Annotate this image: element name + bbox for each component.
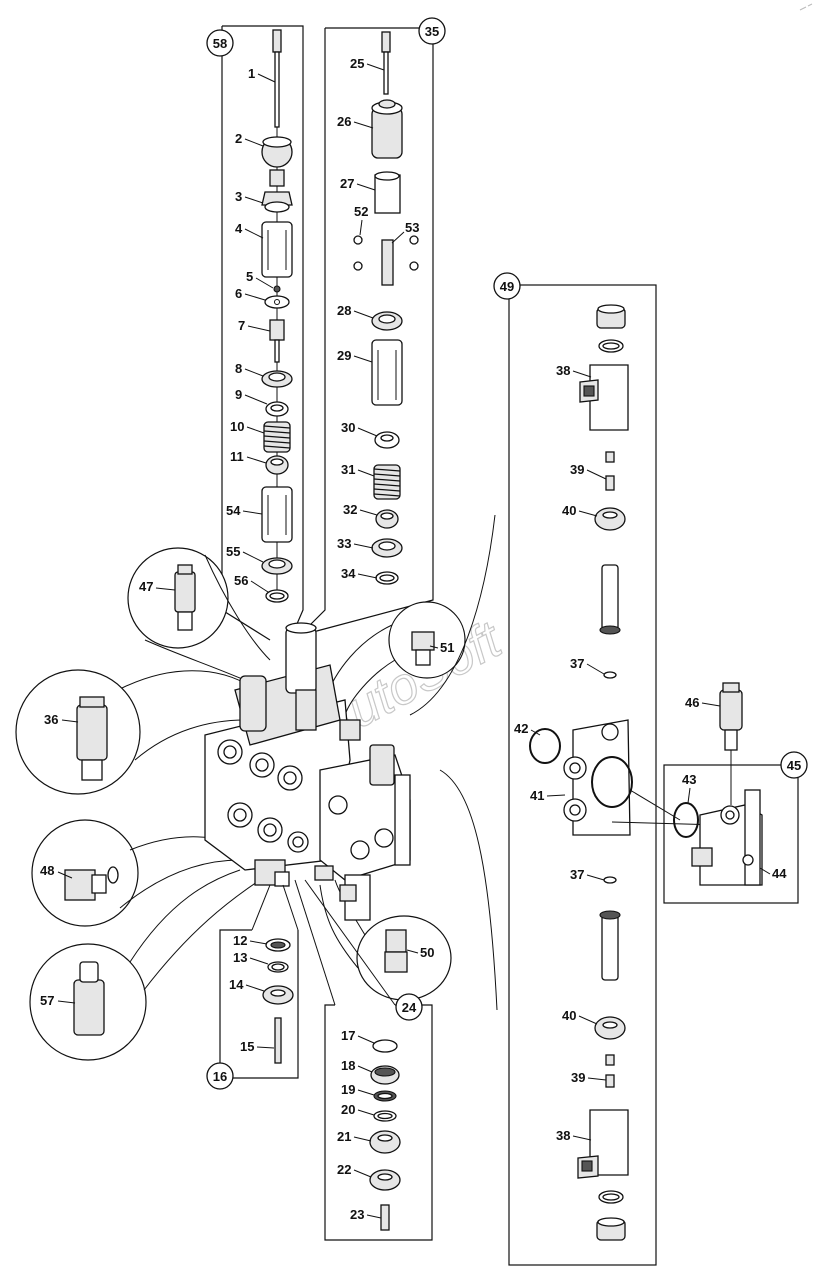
group-label-49: 49 (500, 279, 514, 294)
label-3: 3 (235, 189, 242, 204)
label-52: 52 (354, 204, 368, 219)
label-43: 43 (682, 772, 696, 787)
callout-51: 51 (324, 601, 466, 716)
label-30: 30 (341, 420, 355, 435)
label-39-top: 39 (570, 462, 584, 477)
label-19: 19 (341, 1082, 355, 1097)
label-29: 29 (337, 348, 351, 363)
parts-column-35 (353, 31, 419, 585)
label-37-bottom: 37 (570, 867, 584, 882)
label-38-top: 38 (556, 363, 570, 378)
label-13: 13 (233, 950, 247, 965)
label-23: 23 (350, 1207, 364, 1222)
label-31: 31 (341, 462, 355, 477)
label-44: 44 (772, 866, 787, 881)
corner-mark (799, 3, 813, 11)
labels-49: 38 39 40 37 42 41 37 40 39 38 (514, 363, 607, 1143)
parts-column-58 (261, 29, 293, 603)
label-17: 17 (341, 1028, 355, 1043)
label-48: 48 (40, 863, 54, 878)
label-5: 5 (246, 269, 253, 284)
callout-47: 47 (127, 547, 276, 696)
group-label-35: 35 (425, 24, 439, 39)
label-33: 33 (337, 536, 351, 551)
label-18: 18 (341, 1058, 355, 1073)
label-4: 4 (235, 221, 243, 236)
labels-35: 25 26 27 52 53 28 29 30 31 32 33 34 (337, 56, 419, 581)
label-42: 42 (514, 721, 528, 736)
label-41: 41 (530, 788, 544, 803)
label-46: 46 (685, 695, 699, 710)
label-2: 2 (235, 131, 242, 146)
label-39-bottom: 39 (571, 1070, 585, 1085)
label-55: 55 (226, 544, 240, 559)
label-27: 27 (340, 176, 354, 191)
label-15: 15 (240, 1039, 254, 1054)
group-45-frame: 45 (663, 751, 808, 904)
label-53: 53 (405, 220, 419, 235)
label-34: 34 (341, 566, 356, 581)
group-label-24: 24 (402, 1000, 417, 1015)
label-6: 6 (235, 286, 242, 301)
label-57: 57 (40, 993, 54, 1008)
label-12: 12 (233, 933, 247, 948)
label-10: 10 (230, 419, 244, 434)
group-label-16: 16 (213, 1069, 227, 1084)
parts-group-45: 46 43 44 (673, 682, 787, 886)
label-28: 28 (337, 303, 351, 318)
callout-48: 48 (31, 819, 251, 927)
label-26: 26 (337, 114, 351, 129)
label-36: 36 (44, 712, 58, 727)
group-16-frame: 16 (206, 929, 299, 1090)
callout-50: 50 (319, 879, 452, 1001)
group-label-58: 58 (213, 36, 227, 51)
group-35-frame: 35 (304, 17, 446, 633)
parts-group-24: 17 18 19 20 21 22 23 (337, 1028, 401, 1231)
group-49-frame: 49 (493, 272, 657, 1266)
label-14: 14 (229, 977, 244, 992)
body-leader-lines (251, 514, 498, 1011)
parts-group-16: 12 13 14 15 (229, 933, 294, 1064)
label-21: 21 (337, 1129, 351, 1144)
label-22: 22 (337, 1162, 351, 1177)
label-37-top: 37 (570, 656, 584, 671)
label-9: 9 (235, 387, 242, 402)
label-1: 1 (248, 66, 255, 81)
label-38-bottom: 38 (556, 1128, 570, 1143)
label-11: 11 (230, 449, 244, 464)
label-56: 56 (234, 573, 248, 588)
label-25: 25 (350, 56, 364, 71)
label-8: 8 (235, 361, 242, 376)
labels-58: 1 2 3 4 5 6 7 8 9 10 11 54 55 56 (226, 66, 276, 593)
group-58-frame: 58 (206, 25, 304, 641)
parts-group-49 (529, 304, 721, 1241)
main-valve-assembly (204, 622, 411, 921)
label-32: 32 (343, 502, 357, 517)
callout-57: 57 (29, 869, 261, 1061)
group-24-frame: 24 (324, 993, 433, 1241)
label-47: 47 (139, 579, 153, 594)
label-20: 20 (341, 1102, 355, 1117)
label-7: 7 (238, 318, 245, 333)
group-label-45: 45 (787, 758, 801, 773)
label-51: 51 (440, 640, 454, 655)
label-54: 54 (226, 503, 241, 518)
label-50: 50 (420, 945, 434, 960)
label-40-top: 40 (562, 503, 576, 518)
label-40-bottom: 40 (562, 1008, 576, 1023)
